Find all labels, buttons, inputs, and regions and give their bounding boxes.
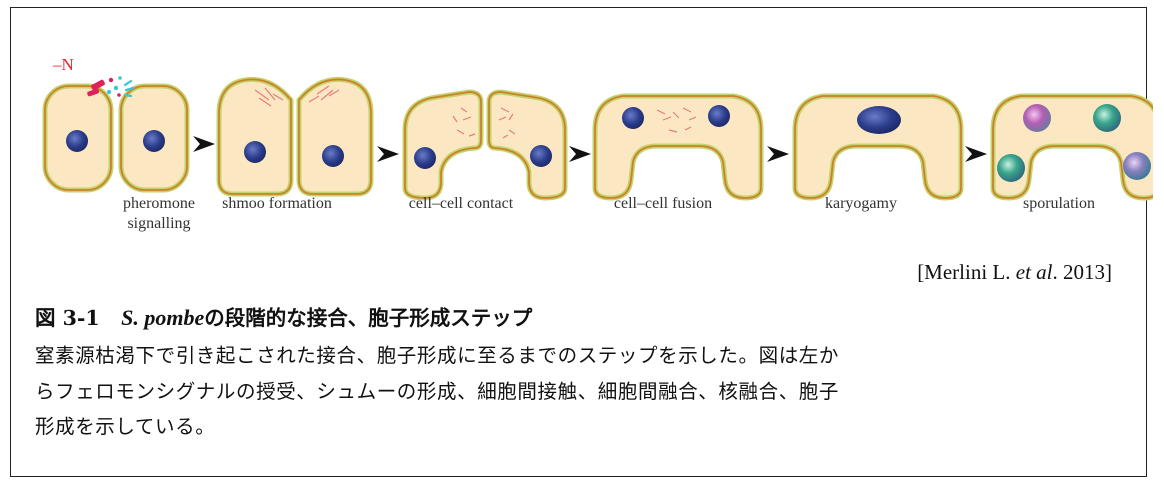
arrow-icon <box>965 146 987 162</box>
nucleus <box>414 147 436 169</box>
nucleus <box>622 107 644 129</box>
nucleus <box>322 145 344 167</box>
figure-frame: –N <box>10 7 1147 477</box>
nucleus <box>857 106 901 134</box>
stage-karyogamy <box>795 96 961 198</box>
stage-label-shmoo: shmoo formation <box>197 194 357 214</box>
spore-icon <box>1123 152 1151 180</box>
spore-icon <box>1023 104 1051 132</box>
spore-icon <box>1093 104 1121 132</box>
stage-pheromone-signalling <box>45 76 187 190</box>
nucleus <box>66 130 88 152</box>
nucleus <box>708 105 730 127</box>
stage-label-karyogamy: karyogamy <box>781 194 941 214</box>
citation: [Merlini L. et al. 2013] <box>917 260 1112 285</box>
stage-label-contact: cell–cell contact <box>381 194 541 214</box>
stage-label-fusion: cell–cell fusion <box>583 194 743 214</box>
nucleus <box>244 141 266 163</box>
figure-title: 図 3-1 S. pombeの段階的な接合、胞子形成ステップ <box>35 301 532 331</box>
stage-cell-cell-fusion <box>595 96 761 198</box>
caption-line: らフェロモンシグナルの授受、シュムーの形成、細胞間接触、細胞間融合、核融合、胞子 <box>35 374 1145 410</box>
arrow-icon <box>767 146 789 162</box>
arrow-icon <box>193 136 215 152</box>
spore-icon <box>997 154 1025 182</box>
stage-sporulation <box>993 96 1153 198</box>
stage-cell-cell-contact <box>405 92 565 198</box>
caption-line: 窒素源枯渇下で引き起こされた接合、胞子形成に至るまでのステップを示した。図は左か <box>35 338 1145 374</box>
arrow-icon <box>569 146 591 162</box>
nucleus <box>143 130 165 152</box>
stage-label-sporulation: sporulation <box>979 194 1139 214</box>
stage-shmoo-formation <box>219 79 371 194</box>
caption-line: 形成を示している。 <box>35 409 1145 445</box>
figure-caption: 窒素源枯渇下で引き起こされた接合、胞子形成に至るまでのステップを示した。図は左か… <box>35 338 1145 445</box>
arrow-icon <box>377 146 399 162</box>
nucleus <box>530 145 552 167</box>
